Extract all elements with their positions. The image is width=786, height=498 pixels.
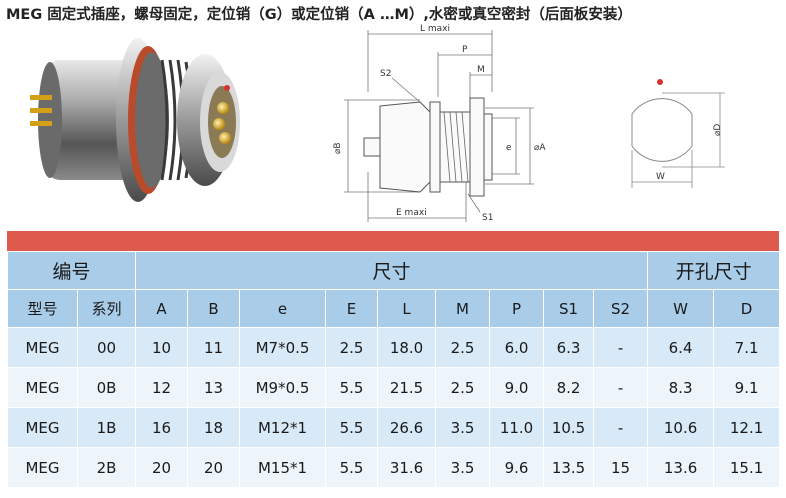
- column-header: S1: [543, 289, 595, 328]
- column-header-row: 型号 系列 A B e E L M P S1 S2 W D: [7, 289, 781, 328]
- table-row: MEG 0B 12 13 M9*0.5 5.5 21.5 2.5 9.0 8.2…: [7, 367, 781, 408]
- group-header-id: 编号: [6, 251, 137, 290]
- table-cell: 9.0: [489, 367, 545, 408]
- table-cell: 9.1: [713, 367, 781, 408]
- table-row: MEG 1B 16 18 M12*1 5.5 26.6 3.5 11.0 10.…: [7, 407, 781, 448]
- table-cell: 13.6: [647, 447, 715, 488]
- column-header: P: [489, 289, 545, 328]
- table-cell: 5.5: [325, 447, 379, 488]
- table-cell: MEG: [7, 447, 78, 488]
- table-cell: 6.0: [489, 327, 545, 368]
- table-cell: -: [593, 327, 649, 368]
- table-cell: 5.5: [325, 407, 379, 448]
- dim-e: e: [506, 143, 512, 153]
- locating-dot-icon: [657, 79, 663, 85]
- column-header: S2: [593, 289, 649, 328]
- table-cell: 20: [135, 447, 189, 488]
- panel-cutout-drawing: W ⌀D: [631, 79, 725, 188]
- dim-s1: S1: [482, 213, 493, 223]
- table-cell: MEG: [7, 407, 78, 448]
- column-header: L: [377, 289, 437, 328]
- table-cell: 7.1: [713, 327, 781, 368]
- table-cell: 3.5: [435, 407, 491, 448]
- table-cell: 8.3: [647, 367, 715, 408]
- table-cell: MEG: [7, 367, 78, 408]
- table-cell: 18.0: [377, 327, 437, 368]
- column-header: A: [135, 289, 189, 328]
- table-cell: 20: [187, 447, 241, 488]
- table-cell: 6.3: [543, 327, 595, 368]
- table-cell: M7*0.5: [239, 327, 327, 368]
- dim-e-max: E maxi: [396, 208, 427, 218]
- dim-p: P: [462, 45, 468, 55]
- column-header: E: [325, 289, 379, 328]
- side-view-drawing: L maxi P M S2 ⌀B e ⌀A E maxi S1: [333, 24, 546, 223]
- table-cell: 10: [135, 327, 189, 368]
- table-cell: 8.2: [543, 367, 595, 408]
- column-header: 系列: [76, 289, 137, 328]
- column-header: e: [239, 289, 327, 328]
- column-header: M: [435, 289, 491, 328]
- table-cell: 11: [187, 327, 241, 368]
- table-cell: 16: [135, 407, 189, 448]
- column-header: D: [713, 289, 781, 328]
- dim-phi-d: ⌀D: [713, 124, 723, 136]
- table-cell: 2.5: [435, 327, 491, 368]
- dim-phi-a: ⌀A: [534, 143, 546, 153]
- table-cell: MEG: [7, 327, 78, 368]
- table-row: MEG 2B 20 20 M15*1 5.5 31.6 3.5 9.6 13.5…: [7, 447, 781, 488]
- table-cell: -: [593, 367, 649, 408]
- table-cell: 10.6: [647, 407, 715, 448]
- table-cell: 31.6: [377, 447, 437, 488]
- table-cell: 12: [135, 367, 189, 408]
- dim-w: W: [656, 172, 665, 182]
- dim-m: M: [477, 65, 485, 75]
- table-cell: 9.6: [489, 447, 545, 488]
- dim-phi-b: ⌀B: [333, 142, 343, 154]
- table-cell: 3.5: [435, 447, 491, 488]
- page-title: MEG 固定式插座，螺母固定，定位销（G）或定位销（A …M）,水密或真空密封（…: [6, 7, 632, 23]
- table-cell: 10.5: [543, 407, 595, 448]
- table-cell: -: [593, 407, 649, 448]
- column-header: 型号: [7, 289, 78, 328]
- table-cell: 11.0: [489, 407, 545, 448]
- group-header-dimensions: 尺寸: [135, 251, 649, 290]
- spec-table: 编号 尺寸 开孔尺寸 型号 系列 A B e E L M P S1 S2 W D…: [6, 251, 781, 488]
- table-cell: 12.1: [713, 407, 781, 448]
- table-cell: M9*0.5: [239, 367, 327, 408]
- column-header: W: [647, 289, 715, 328]
- table-cell: 0B: [76, 367, 137, 408]
- table-cell: 21.5: [377, 367, 437, 408]
- table-cell: 1B: [76, 407, 137, 448]
- column-header: B: [187, 289, 241, 328]
- dim-s2: S2: [380, 69, 391, 79]
- table-cell: 13: [187, 367, 241, 408]
- table-cell: 2B: [76, 447, 137, 488]
- table-cell: 18: [187, 407, 241, 448]
- table-cell: M12*1: [239, 407, 327, 448]
- table-cell: 15.1: [713, 447, 781, 488]
- group-header-cutout: 开孔尺寸: [647, 251, 781, 290]
- table-row: MEG 00 10 11 M7*0.5 2.5 18.0 2.5 6.0 6.3…: [7, 327, 781, 368]
- table-cell: 5.5: [325, 367, 379, 408]
- table-cell: 2.5: [435, 367, 491, 408]
- accent-bar: [7, 231, 779, 251]
- table-cell: 6.4: [647, 327, 715, 368]
- table-cell: 2.5: [325, 327, 379, 368]
- table-cell: 15: [593, 447, 649, 488]
- table-cell: M15*1: [239, 447, 327, 488]
- table-cell: 26.6: [377, 407, 437, 448]
- table-cell: 00: [76, 327, 137, 368]
- dim-l-max: L maxi: [420, 24, 450, 34]
- table-cell: 13.5: [543, 447, 595, 488]
- connector-photo: [30, 38, 240, 202]
